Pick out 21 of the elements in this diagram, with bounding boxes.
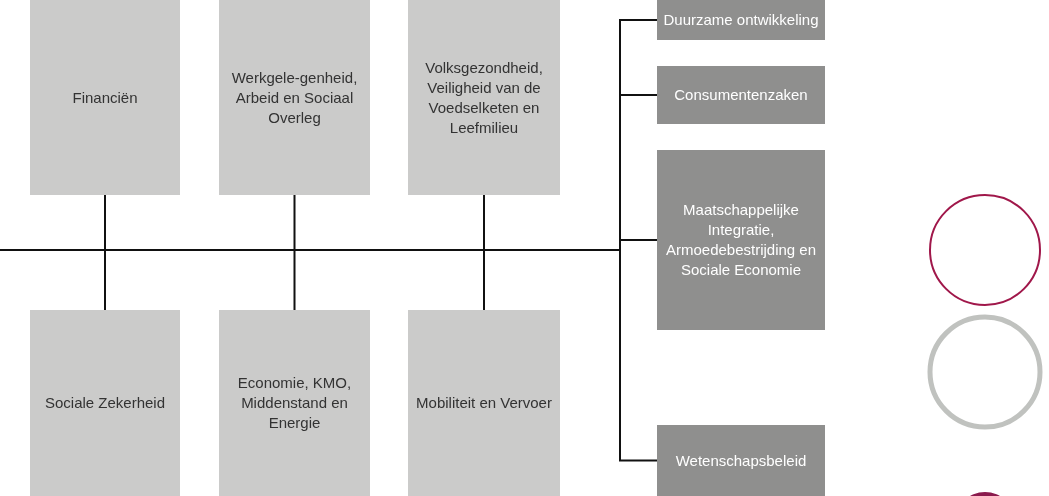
connector-line — [0, 249, 658, 462]
department-name: Duurzame ontwikkeling — [663, 10, 819, 30]
department-name: Volksgezondheid, Veiligheid van de Voedselketen en Leefmilieu — [424, 57, 544, 138]
department-name: Financiën — [72, 87, 138, 108]
department-name: Economie, KMO, Middenstand en Energie — [236, 373, 353, 433]
department-name: Consumentenzaken — [674, 85, 808, 105]
department-box — [657, 425, 825, 496]
department-box — [657, 150, 825, 330]
department-name: Werkgele-genheid, Arbeid en Sociaal Overleg — [230, 67, 359, 128]
department-box — [657, 66, 825, 124]
department-box — [219, 0, 370, 195]
department-name: Wetenschapsbeleid — [675, 450, 807, 471]
department-box — [408, 310, 560, 496]
department-box — [657, 0, 825, 40]
department-box — [408, 0, 560, 195]
department-name: Mobiliteit en Vervoer — [416, 393, 552, 413]
department-box — [30, 0, 180, 195]
department-box — [219, 310, 370, 496]
department-name: Maatschappelijke Integratie, Armoedebestrijding en Sociale Economie — [664, 200, 818, 280]
department-name: Sociale Zekerheid — [44, 393, 166, 413]
department-box — [30, 310, 180, 496]
